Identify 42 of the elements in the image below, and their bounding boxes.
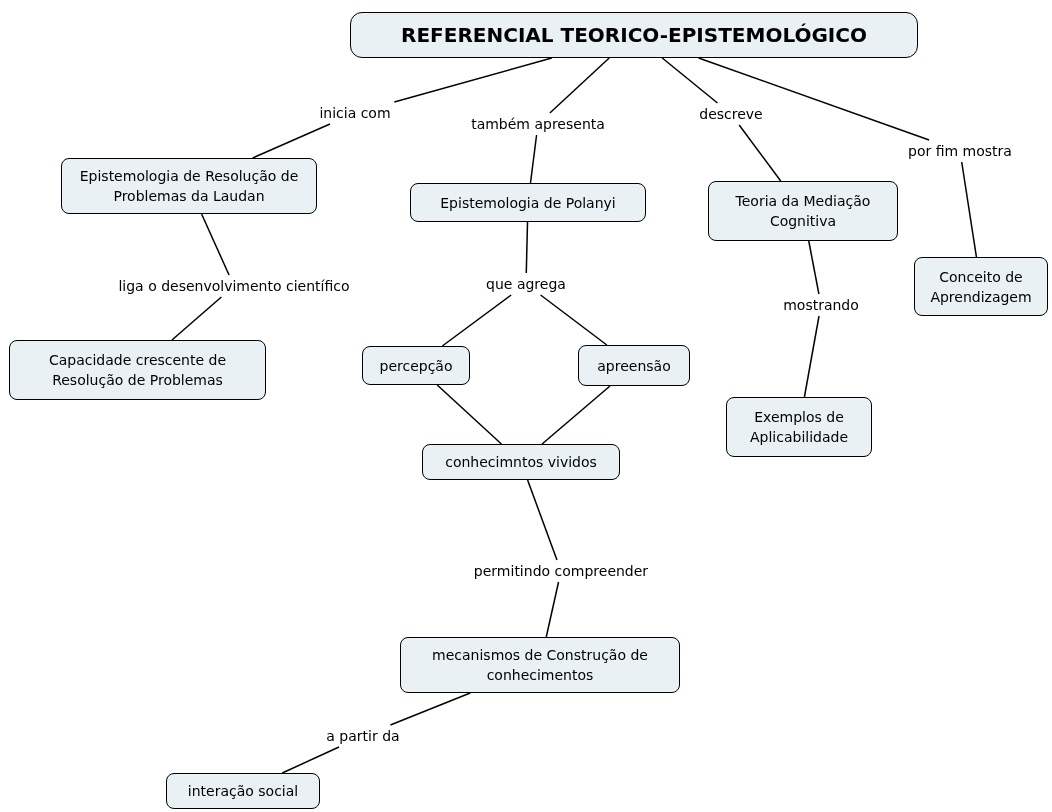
linking-phrase: liga o desenvolvimento científico [82, 275, 386, 297]
connector-line [738, 124, 782, 182]
connector-line [251, 123, 331, 159]
connector-line [171, 296, 223, 341]
concept-box: percepção [362, 346, 470, 385]
concept-box: conhecimntos vividos [422, 444, 620, 480]
linking-phrase: por fim mostra [888, 140, 1032, 162]
connector-line [545, 581, 560, 638]
concept-box: interação social [166, 773, 320, 809]
linking-phrase: inicia com [305, 102, 405, 124]
concept-box: Conceito de Aprendizagem [914, 257, 1048, 316]
concept-box: Epistemologia de Resolução de Problemas da Laudan [61, 158, 317, 214]
linking-phrase: a partir da [312, 725, 414, 747]
linking-phrase: que agrega [470, 273, 582, 295]
concept-box: apreensão [578, 345, 690, 386]
connector-line [808, 240, 820, 295]
linking-phrase: permitindo compreender [446, 560, 676, 582]
connector-line [441, 294, 512, 347]
connector-line [539, 294, 608, 346]
root-concept-box: REFERENCIAL TEORICO-EPISTEMOLÓGICO [350, 12, 918, 58]
connector-line [960, 161, 978, 258]
concept-box: mecanismos de Construção de conhecimentos [400, 637, 680, 693]
concept-box: Teoria da Mediação Cognitiva [708, 181, 898, 241]
connector-line [541, 385, 611, 445]
connector-line [529, 134, 538, 184]
linking-phrase: também apresenta [462, 113, 614, 135]
connector-line [549, 57, 610, 114]
linking-phrase: mostrando [768, 294, 874, 316]
connector-line [697, 57, 930, 141]
connector-line [661, 57, 719, 104]
connector-line [526, 479, 558, 561]
connector-line [200, 213, 230, 276]
linking-phrase: descreve [688, 103, 774, 125]
connector-line [389, 692, 471, 726]
connector-line [393, 57, 553, 103]
connector-line [436, 384, 503, 445]
connector-line [803, 315, 820, 398]
concept-box: Epistemologia de Polanyi [410, 183, 646, 222]
concept-box: Exemplos de Aplicabilidade [726, 397, 872, 457]
concept-box: Capacidade crescente de Resolução de Problemas [9, 340, 266, 400]
connector-line [281, 746, 340, 774]
connector-line [525, 221, 529, 274]
